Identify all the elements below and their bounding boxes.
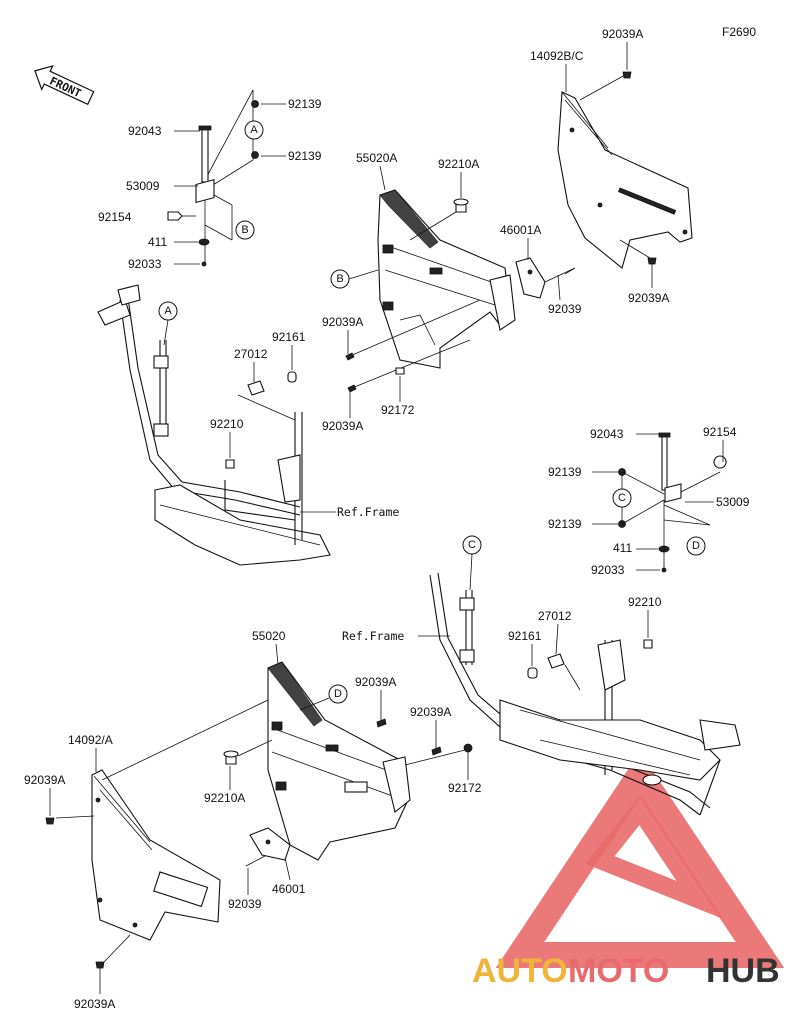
label-92039A-b4: 92039A — [74, 997, 115, 1011]
label-46001A: 46001A — [500, 223, 541, 237]
label-92139-d: 92139 — [548, 517, 582, 531]
frame-left-top — [97, 284, 331, 566]
svg-text:A: A — [164, 305, 172, 317]
label-92039-top: 92039 — [548, 302, 582, 316]
label-92210-bot: 92210 — [628, 595, 662, 609]
label-92139-a: 92139 — [288, 97, 322, 111]
label-92039A-b1: 92039A — [355, 675, 396, 689]
label-55020A: 55020A — [356, 151, 397, 165]
label-27012-top: 27012 — [234, 347, 268, 361]
watermark-moto: MOTO — [568, 952, 669, 990]
label-55020: 55020 — [252, 629, 286, 643]
label-92039A-tr: 92039A — [602, 27, 643, 41]
watermark-hub: HUB — [706, 952, 780, 990]
watermark-logo: AUTO MOTO HUB — [472, 751, 785, 990]
label-92210A-bot: 92210A — [204, 791, 245, 805]
svg-text:C: C — [618, 492, 626, 504]
ref-frame-top: Ref.Frame — [337, 505, 399, 519]
label-14092BC: 14092B/C — [530, 49, 584, 63]
label-411-b: 411 — [613, 541, 632, 555]
label-92039A-l1: 92039A — [322, 315, 363, 329]
door-55020 — [267, 661, 411, 861]
label-92161-bot: 92161 — [508, 629, 542, 643]
door-55020A — [377, 189, 516, 369]
label-92210A-top: 92210A — [438, 157, 479, 171]
svg-text:D: D — [692, 540, 700, 552]
label-46001: 46001 — [272, 882, 306, 896]
svg-text:B: B — [241, 224, 248, 236]
ref-frame-bot: Ref.Frame — [342, 629, 404, 643]
front-arrow-icon: FRONT — [34, 64, 95, 106]
hinge-assembly-top — [167, 89, 259, 267]
label-92154-a: 92154 — [98, 210, 132, 224]
svg-text:B: B — [336, 273, 343, 285]
frame-right-bottom — [429, 572, 741, 816]
label-92039A-l2: 92039A — [322, 419, 363, 433]
label-92172-bot: 92172 — [448, 781, 482, 795]
callout-d-door: D — [328, 684, 348, 704]
label-92033-a: 92033 — [128, 257, 162, 271]
callout-b-top: B — [235, 220, 255, 240]
hinge-assembly-right — [618, 432, 727, 573]
diagram-id: F2690 — [722, 25, 756, 39]
label-92154-b: 92154 — [703, 425, 737, 439]
label-53009-b: 53009 — [716, 495, 750, 509]
callout-c-hinge: C — [612, 488, 632, 508]
label-92039A-b3: 92039A — [24, 773, 65, 787]
callout-a-frame: A — [158, 301, 178, 321]
label-92043-a: 92043 — [128, 124, 162, 138]
svg-text:C: C — [468, 539, 476, 551]
callout-a-top: A — [244, 120, 264, 140]
label-92033-b: 92033 — [591, 563, 625, 577]
label-92039A-b2: 92039A — [410, 705, 451, 719]
label-411-a: 411 — [148, 235, 167, 249]
label-27012-bot: 27012 — [538, 609, 572, 623]
label-92139-b: 92139 — [288, 149, 322, 163]
label-92161-top: 92161 — [272, 330, 306, 344]
panel-14092BC — [557, 91, 693, 269]
watermark-auto: AUTO — [472, 952, 568, 990]
label-92139-c: 92139 — [548, 465, 582, 479]
callout-b-door: B — [330, 269, 350, 289]
callout-c-frame: C — [462, 535, 482, 555]
callout-d-hinge: D — [686, 536, 706, 556]
label-92043-b: 92043 — [590, 427, 624, 441]
label-53009-a: 53009 — [126, 179, 160, 193]
label-92039-bot: 92039 — [228, 897, 262, 911]
svg-text:A: A — [250, 124, 258, 136]
svg-text:D: D — [334, 688, 342, 700]
label-14092A: 14092/A — [68, 733, 113, 747]
label-92172-top: 92172 — [381, 403, 415, 417]
label-92210-top: 92210 — [210, 417, 244, 431]
label-92039A-tr2: 92039A — [628, 291, 669, 305]
panel-14092A — [91, 769, 221, 941]
